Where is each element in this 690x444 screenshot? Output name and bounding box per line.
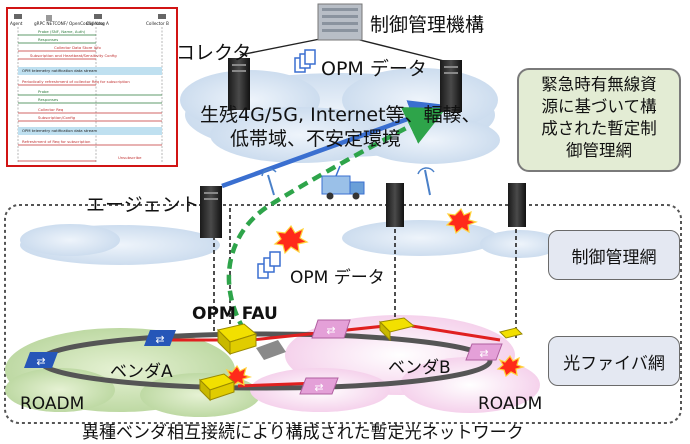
seq-msg-7: Probe (38, 89, 49, 94)
antenna-icon-left (261, 168, 277, 196)
seq-msg-6: Periodically refreshment of collector Re… (22, 79, 130, 84)
emergency-network-box: 緊急時有無線資 源に基づいて構 成された暫定制 御管理網 (517, 68, 681, 172)
seq-msg-13: Unsubscribe (118, 155, 142, 160)
emergency-line-2: 源に基づいて構 (541, 97, 657, 116)
roadm-blue-switch-left: ⇄ (24, 352, 58, 368)
vendor-b-server (386, 183, 404, 227)
seq-msg-8: Responses (38, 97, 58, 102)
opm-fau-label: OPM FAU (192, 304, 278, 324)
control-center-server (317, 3, 363, 41)
control-network-box: 制御管理網 (548, 230, 680, 280)
optical-clouds (5, 315, 540, 417)
truck-icon (321, 165, 365, 200)
svg-text:⇄: ⇄ (314, 381, 323, 394)
network-desc-line2: 低帯域、不安定環境 (230, 128, 402, 150)
control-links (213, 208, 517, 340)
seq-msg-5: OPM telemetry notification data stream (22, 68, 97, 73)
document-icon-top (294, 49, 316, 73)
opm-data-arrow (226, 107, 447, 332)
seq-msg-12: Refreshment of Req for subscription (22, 139, 91, 144)
opm-data-top-label: OPM データ (321, 58, 427, 80)
collector-server-right (440, 60, 462, 112)
caption: 異種ベンダ相互接続により構成された暫定光ネットワーク (82, 423, 524, 443)
seq-msg-10: Subscription/Config (38, 115, 76, 120)
svg-text:⇄: ⇄ (36, 355, 45, 368)
seq-msg-4: Subscription and Heartbeat/Sensitivity C… (30, 53, 117, 58)
network-desc-line1: 生残4G/5G, Internet等、輻輳、 (200, 104, 481, 126)
fiber-network-box: 光ファイバ網 (548, 336, 680, 386)
agent-label: エージェント (86, 194, 200, 216)
roadm-blue-switch-top: ⇄ (144, 330, 176, 346)
provisional-network-region (4, 204, 682, 424)
roadm-pink-switch-right: ⇄ (465, 343, 503, 361)
roadm-right-label: ROADM (478, 394, 543, 414)
emergency-line-1: 緊急時有無線資 (541, 75, 657, 94)
sequence-diagram-panel: Agent gRPC NETCONF/ OpenConfig Yang Coll… (6, 7, 178, 167)
seq-msg-3: Collector Data Store Info (54, 45, 101, 50)
sequence-diagram: Agent gRPC NETCONF/ OpenConfig Yang Coll… (10, 14, 169, 163)
participant-grpc: gRPC NETCONF/ OpenConfig Yang (34, 21, 105, 26)
agent-server (200, 186, 222, 238)
document-icon-mid (257, 251, 281, 279)
vendor-b-label: ベンダB (388, 358, 451, 378)
failure-marks (223, 207, 526, 388)
roadm-left-label: ROADM (20, 394, 85, 414)
seq-msg-1: Probe (SNF, Name, Auth) (38, 29, 86, 34)
fiber-splice (256, 340, 286, 360)
far-server (508, 183, 526, 227)
participant-collector-b: Collector B (146, 21, 169, 26)
opm-fau-boxes (199, 317, 523, 402)
seq-msg-9: Collector Req (38, 107, 64, 112)
roadm-pink-switch-bottom: ⇄ (299, 377, 339, 395)
participant-collector-a: Collector A (86, 21, 109, 26)
participant-agent: Agent (10, 21, 23, 26)
control-org-label: 制御管理機構 (370, 14, 485, 36)
svg-text:⇄: ⇄ (479, 347, 488, 360)
roadm-pink-switch-top: ⇄ (311, 319, 351, 339)
seq-msg-2: Responses (38, 37, 58, 42)
emergency-line-4: 御管理網 (566, 141, 632, 160)
antenna-icon-right (417, 167, 435, 196)
opm-data-mid-label: OPM データ (290, 268, 385, 288)
seq-msg-11: OPM telemetry notification data stream (22, 128, 97, 133)
collector-label: コレクタ (176, 42, 252, 64)
collector-server-left (228, 58, 250, 110)
vendor-a-label: ベンダA (110, 362, 173, 382)
svg-text:⇄: ⇄ (155, 333, 164, 346)
emergency-line-3: 成された暫定制 (541, 119, 657, 138)
svg-text:⇄: ⇄ (326, 324, 335, 337)
